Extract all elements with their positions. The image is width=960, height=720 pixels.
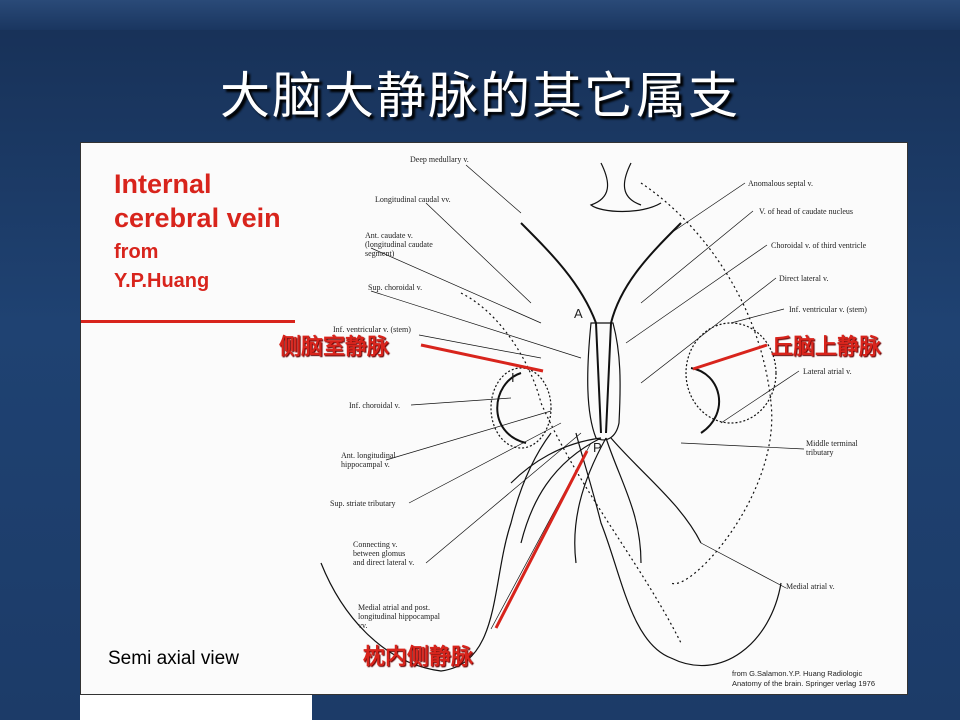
corpus-callosum: [589, 162, 662, 213]
label-ant-longitudinal-hippocampal: Ant. longitudinal hippocampal v.: [341, 451, 396, 469]
label-deep-medullary: Deep medullary v.: [410, 155, 469, 164]
left-internal-vein: [520, 222, 602, 434]
right-lobe-outline: [575, 432, 782, 667]
label-longitudinal-caudal: Longitudinal caudal vv.: [375, 195, 451, 204]
label-lateral-atrial: Lateral atrial v.: [803, 367, 852, 376]
label-medial-atrial: Medial atrial v.: [786, 582, 835, 591]
vein-diagram: [320, 162, 805, 672]
view-label: Semi axial view: [108, 648, 239, 669]
right-atrium: [685, 322, 777, 424]
anatomy-figure: Internal cerebral vein from Y.P.Huang De…: [80, 142, 908, 695]
heading-author: Y.P.Huang: [114, 270, 210, 292]
source-credit: from G.Salamon.Y.P. Huang Radiologic Ana…: [732, 669, 876, 688]
left-lobe-outline: [320, 432, 552, 672]
thalamus: [587, 322, 621, 441]
annotation-lateral-ventricle-vein: 侧脑室静脉: [279, 335, 390, 360]
label-sup-striate: Sup. striate tributary: [330, 499, 396, 508]
annotation-pointers: [420, 343, 768, 629]
label-medial-atrial-post: Medial atrial and post. longitudinal hip…: [358, 603, 440, 630]
heading-line-2: cerebral vein: [114, 203, 281, 233]
left-atrium: [490, 367, 552, 449]
label-middle-terminal: Middle terminal tributary: [806, 439, 858, 457]
label-inf-ventricular-left: Inf. ventricular v. (stem): [333, 325, 411, 334]
label-sup-choroidal: Sup. choroidal v.: [368, 283, 423, 292]
label-connecting-v: Connecting v. between glomus and direct …: [353, 540, 415, 567]
figure-heading: Internal cerebral vein: [114, 167, 281, 235]
heading-line-1: Internal: [114, 169, 212, 199]
letter-i: I: [511, 370, 515, 385]
branch-veins: [510, 437, 702, 564]
dotted-boundary: [460, 292, 682, 644]
label-inf-ventricular-right: Inf. ventricular v. (stem): [789, 305, 867, 314]
letter-p: P: [593, 440, 602, 455]
figure-bottom-strip: [80, 695, 312, 720]
annotation-superior-thalamic-vein: 丘脑上静脉: [771, 335, 882, 360]
label-ant-caudate: Ant. caudate v. (longitudinal caudate se…: [365, 231, 433, 258]
label-inf-choroidal: Inf. choroidal v.: [349, 401, 401, 410]
red-divider: [81, 320, 295, 323]
letter-a: A: [574, 306, 583, 321]
slide-title: 大脑大静脉的其它属支: [220, 67, 740, 125]
label-choroidal-third: Choroidal v. of third ventricle: [771, 241, 867, 250]
label-head-caudate: V. of head of caudate nucleus: [759, 207, 854, 216]
annotation-medial-occipital-vein: 枕内侧静脉: [363, 645, 474, 670]
right-leader-lines: [625, 182, 805, 589]
top-band: [0, 0, 960, 30]
heading-from: from: [114, 241, 159, 263]
right-internal-vein: [605, 222, 682, 434]
label-direct-lateral: Direct lateral v.: [779, 274, 829, 283]
label-anomalous-septal: Anomalous septal v.: [748, 179, 814, 188]
